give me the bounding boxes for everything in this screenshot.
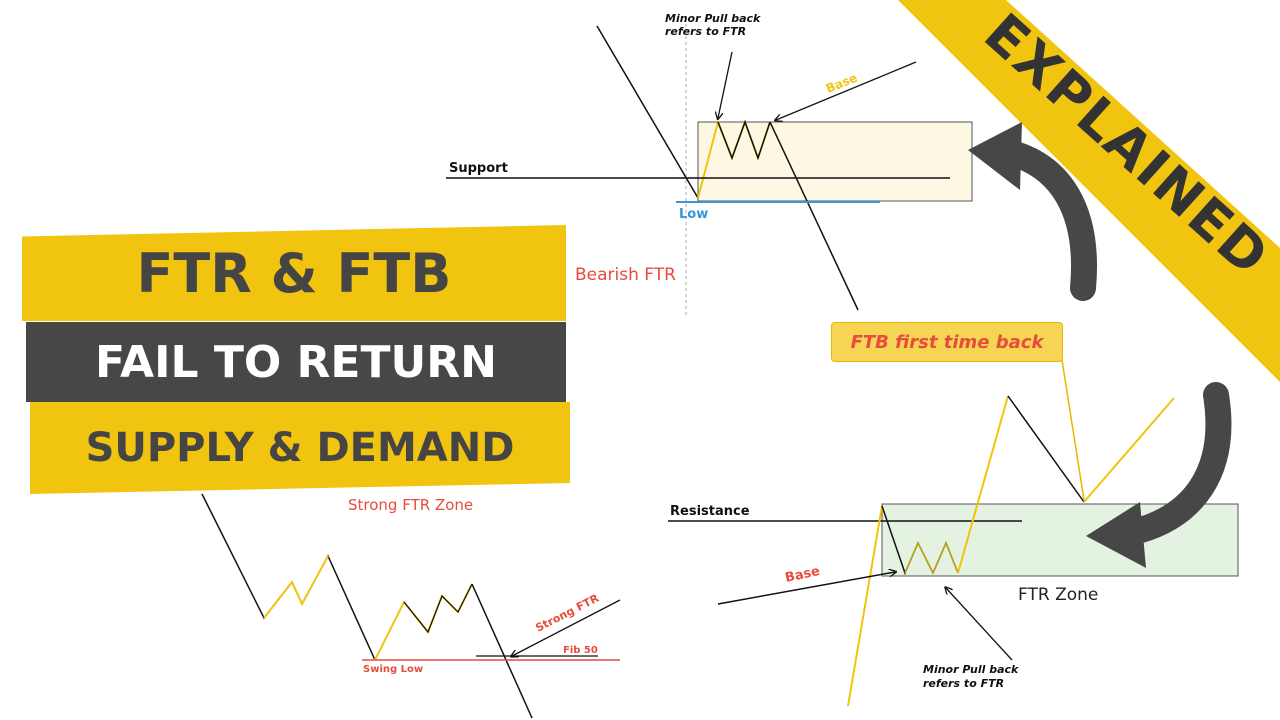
right-rally-in-line bbox=[847, 505, 883, 707]
ftr-zone-label: FTR Zone bbox=[1018, 585, 1098, 605]
right-note-line2: refers to FTR bbox=[923, 677, 1004, 690]
ftb-callout-pointer bbox=[1061, 359, 1085, 501]
bearish-ftr-chart: Minor Pull back refers to FTR Base Suppo… bbox=[446, 12, 973, 316]
right-base-highlight bbox=[904, 541, 959, 575]
right-note-arrow bbox=[946, 588, 1013, 661]
top-base-arrow bbox=[776, 61, 917, 120]
strong-ftr-zone-title: Strong FTR Zone bbox=[348, 496, 473, 514]
bearish-ftr-title: Bearish FTR bbox=[575, 265, 676, 285]
top-pullback-path bbox=[717, 119, 771, 161]
title-line-1: FTR & FTB bbox=[136, 241, 452, 305]
title-line-2: FAIL TO RETURN bbox=[95, 336, 497, 388]
right-note-line1: Minor Pull back bbox=[923, 663, 1019, 676]
curved-arrow-bottom-icon bbox=[1086, 382, 1232, 568]
title-banner-ftr-ftb: FTR & FTB bbox=[22, 225, 566, 321]
left-pullback-path bbox=[263, 555, 329, 619]
low-label: Low bbox=[679, 207, 708, 222]
right-continuation-line bbox=[1083, 397, 1175, 503]
ftb-callout-text: FTB first time back bbox=[850, 331, 1044, 353]
resistance-label: Resistance bbox=[670, 504, 750, 519]
top-note-arrow bbox=[718, 51, 733, 118]
top-note-line1: Minor Pull back bbox=[665, 12, 761, 25]
top-downtrend-line bbox=[596, 25, 699, 199]
title-line-3: SUPPLY & DEMAND bbox=[85, 425, 515, 471]
right-rally-out-line bbox=[957, 395, 1009, 574]
swing-low-label: Swing Low bbox=[363, 664, 423, 675]
support-label: Support bbox=[449, 161, 508, 176]
ftb-callout: FTB first time back bbox=[831, 322, 1063, 362]
right-base-label: Base bbox=[784, 564, 822, 586]
fib-50-label: Fib 50 bbox=[563, 645, 598, 656]
strong-ftr-arrow bbox=[512, 599, 621, 656]
title-banner-supply-demand: SUPPLY & DEMAND bbox=[30, 402, 570, 494]
curved-arrow-top-icon bbox=[968, 122, 1097, 301]
top-note-line2: refers to FTR bbox=[665, 25, 746, 38]
top-base-zone bbox=[697, 121, 973, 202]
left-rally-outline bbox=[403, 583, 473, 634]
left-drop-line bbox=[471, 583, 533, 719]
right-return-line bbox=[1007, 395, 1085, 503]
title-banner-fail-to-return: FAIL TO RETURN bbox=[26, 322, 566, 402]
top-drop-line bbox=[769, 121, 859, 311]
right-base-arrow bbox=[717, 572, 895, 605]
